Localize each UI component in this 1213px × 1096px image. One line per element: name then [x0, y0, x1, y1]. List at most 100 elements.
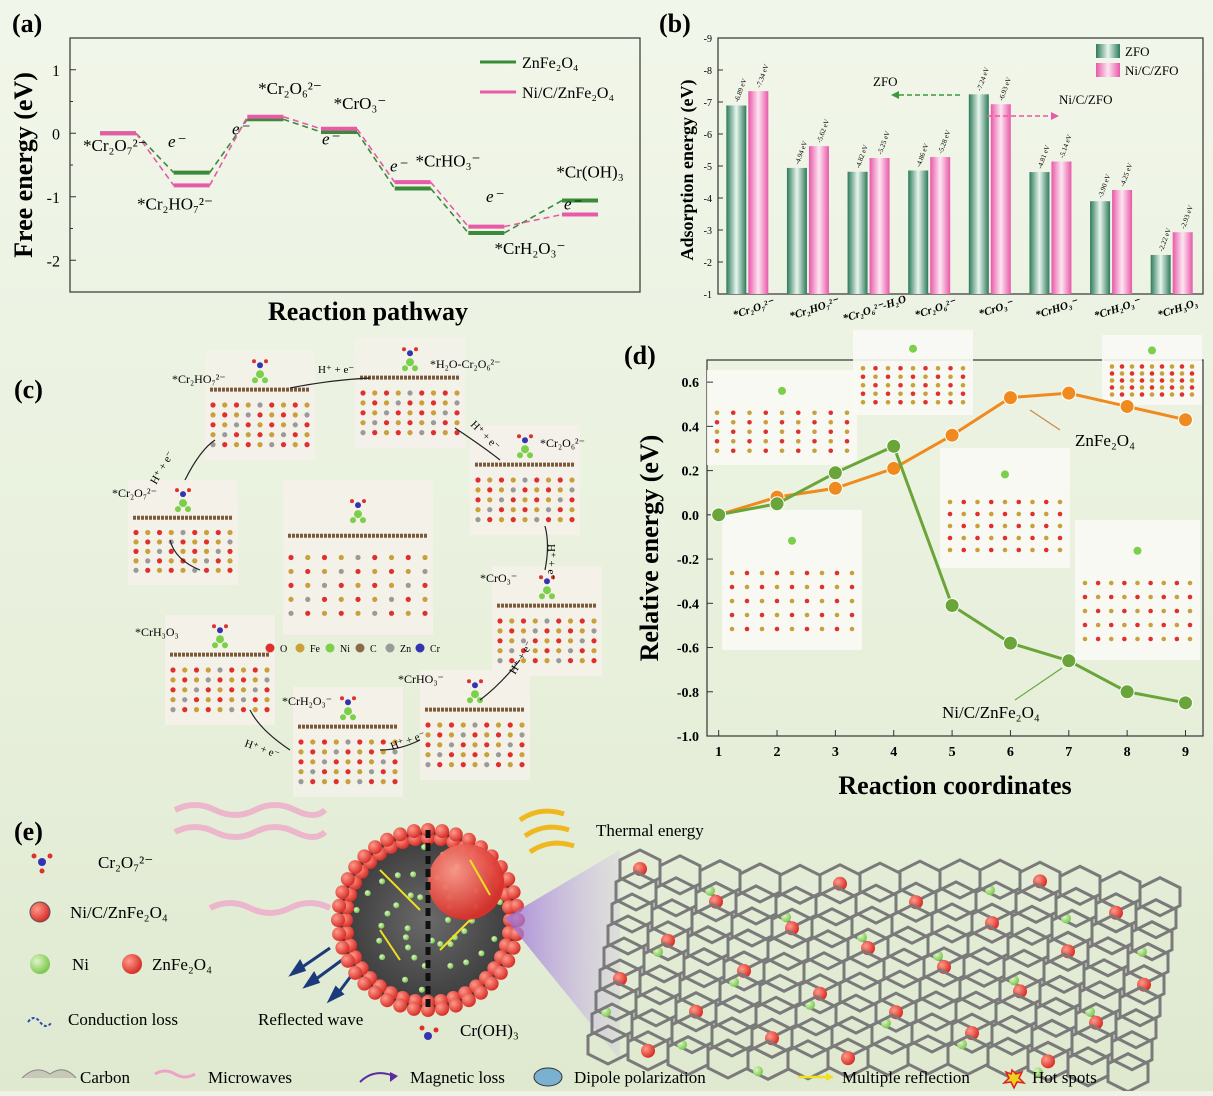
bar-value-label: -7.34 eV [755, 63, 771, 89]
electron-label-a: e⁻ [232, 120, 251, 139]
bar-zfo [908, 170, 929, 294]
connector-nczfo [356, 128, 396, 183]
data-point-zfo [1002, 390, 1018, 406]
legend-label-zfo: ZnFe₂O₄ [522, 55, 579, 72]
bar-zfo [726, 105, 747, 295]
znfe-particle-icon [122, 954, 142, 974]
legend-label-nczfo-b: Ni/C/ZFO [1125, 63, 1178, 78]
structure-thumbnail [1102, 335, 1202, 405]
cycle-arrow [379, 739, 421, 751]
thermal-energy-arrows [518, 808, 575, 855]
croh-icon [424, 1032, 432, 1040]
x-tick-label-d: 9 [1182, 745, 1189, 760]
data-point-nczfo [1061, 653, 1077, 669]
cr2o7-icon [38, 858, 46, 866]
mechanism-illustration: (e) Cr₂O₇²⁻ Ni/C/ZnFe₂O₄ Ni ZnFe₂O₄ Cond… [14, 802, 1182, 1094]
category-label-b: *CrHO₃⁻ [1034, 296, 1080, 321]
bar-nczfo [1051, 161, 1072, 294]
intermediate-structure [355, 338, 465, 448]
atom-legend-label: O [280, 644, 287, 655]
intermediate-label: *CrHO₃⁻ [398, 672, 444, 686]
bar-value-label: -5.14 eV [1058, 133, 1074, 159]
ncz-legend: Ni/C/ZnFe₂O₄ [29, 901, 168, 923]
free-energy-chart: (a) -2-101 *Cr₂O₇²⁻*Cr₂HO₇²⁻*Cr₂O₆²⁻*CrO… [9, 9, 641, 326]
intermediate-label: *H₂O-Cr₂O₆²⁻ [430, 357, 500, 371]
y-tick-label-a: -2 [47, 253, 60, 270]
zfo-callout-arrowhead [891, 91, 899, 99]
atom-legend-icon [265, 643, 275, 653]
intermediate-structure [205, 350, 315, 460]
panel-e: (e) Cr₂O₇²⁻ Ni/C/ZnFe₂O₄ Ni ZnFe₂O₄ Cond… [0, 800, 1213, 1094]
zfo-annotation-text: ZnFe₂O₄ [1075, 431, 1135, 450]
intermediate-label: *Cr₂O₇²⁻ [112, 486, 157, 500]
data-point-nczfo [1002, 635, 1018, 651]
atom-legend-label: Fe [310, 644, 321, 655]
bar-zfo [968, 94, 989, 294]
atom-legend-icon [385, 643, 395, 653]
x-tick-label-d: 3 [832, 745, 839, 760]
y-axis-label-d: Relative energy (eV) [635, 435, 664, 662]
bar-zfo [1150, 254, 1171, 294]
atom-legend-label: C [370, 644, 377, 655]
y-tick-label-b: -9 [704, 34, 712, 45]
connector-zfo [356, 131, 396, 189]
panel-d-label: (d) [624, 341, 656, 370]
data-point-nczfo [944, 598, 960, 614]
data-point-zfo [1177, 412, 1193, 428]
nczfo-callout-arrowhead [1051, 112, 1059, 120]
bar-nczfo [990, 104, 1011, 295]
x-tick-label-d: 7 [1065, 745, 1072, 760]
state-label-a: *Cr₂O₇²⁻ [83, 136, 147, 155]
bar-value-label: -4.25 eV [1118, 162, 1134, 188]
cycle-arrow [289, 377, 371, 389]
y-tick-label-a: 0 [52, 126, 60, 143]
electron-label-a: e⁻ [390, 156, 409, 175]
bar-nczfo [748, 91, 769, 295]
bottom-legend: Carbon Microwaves Magnetic loss Dipole p… [21, 1067, 1097, 1090]
electron-label-a: e⁻ [168, 132, 187, 151]
panel-c: (c) *Cr₂O₇²⁻*Cr₂HO₇²⁻*H₂O-Cr₂O₆²⁻*Cr₂O₆²… [0, 330, 610, 800]
atom-legend-icon [325, 643, 335, 653]
category-label-b: *CrH₃O₃ [1156, 297, 1199, 321]
category-label-b: *Cr₂O₇²⁻ [732, 297, 777, 322]
data-point-zfo [827, 480, 843, 496]
panel-c-label: (c) [14, 375, 43, 404]
atom-legend-icon [355, 643, 365, 653]
cycle-arrow [454, 427, 501, 461]
bar-value-label: -6.89 eV [733, 77, 749, 103]
zoom-cone [505, 850, 620, 1060]
data-point-nczfo [886, 438, 902, 454]
bar-value-label: -2.22 eV [1157, 227, 1173, 253]
structure-thumbnail [853, 330, 973, 415]
category-label-b: *Cr₂O₆²⁻ [914, 297, 959, 322]
carbon-legend-icon [21, 1069, 77, 1079]
y-tick-label-b: -1 [704, 290, 712, 301]
adsorption-energy-chart: (b) -9-8-7-6-5-4-3-2-1 -6.89 eV-4.94 eV-… [659, 9, 1204, 325]
structure-thumbnail [722, 510, 862, 650]
state-label-a: *Cr₂O₆²⁻ [258, 79, 322, 98]
step-label: H⁺ + e⁻ [318, 364, 354, 376]
data-point-zfo [1119, 398, 1135, 414]
data-point-zfo [944, 427, 960, 443]
y-tick-label-b: -4 [704, 194, 712, 205]
bar-value-label: -5.28 eV [937, 129, 953, 155]
state-label-a: *CrH₂O₃⁻ [495, 239, 566, 258]
bar-value-label: -4.94 eV [793, 140, 809, 166]
electron-label-a: e⁻ [564, 194, 583, 213]
connector-nczfo [283, 115, 322, 130]
reaction-cycle-diagram: (c) *Cr₂O₇²⁻*Cr₂HO₇²⁻*H₂O-Cr₂O₆²⁻*Cr₂O₆²… [14, 338, 602, 797]
bar-value-label: -4.82 eV [854, 144, 870, 170]
intermediate-label: *CrH₃O₃ [135, 625, 179, 639]
electron-label-a: e⁻ [486, 187, 505, 206]
hot-spots-label: Hot spots [1032, 1068, 1097, 1087]
microwave-waves [173, 802, 332, 916]
bar-nczfo [1172, 232, 1193, 294]
carbon-legend-label: Carbon [80, 1068, 131, 1087]
catalyst-structure [283, 480, 433, 635]
cr2o7-legend: Cr₂O₇²⁻ [31, 853, 153, 874]
category-label-b: *CrO₃⁻ [978, 298, 1016, 321]
legend-label-zfo-b: ZFO [1125, 44, 1150, 59]
state-label-a: *Cr₂HO₇²⁻ [137, 194, 213, 213]
data-point-nczfo [827, 465, 843, 481]
